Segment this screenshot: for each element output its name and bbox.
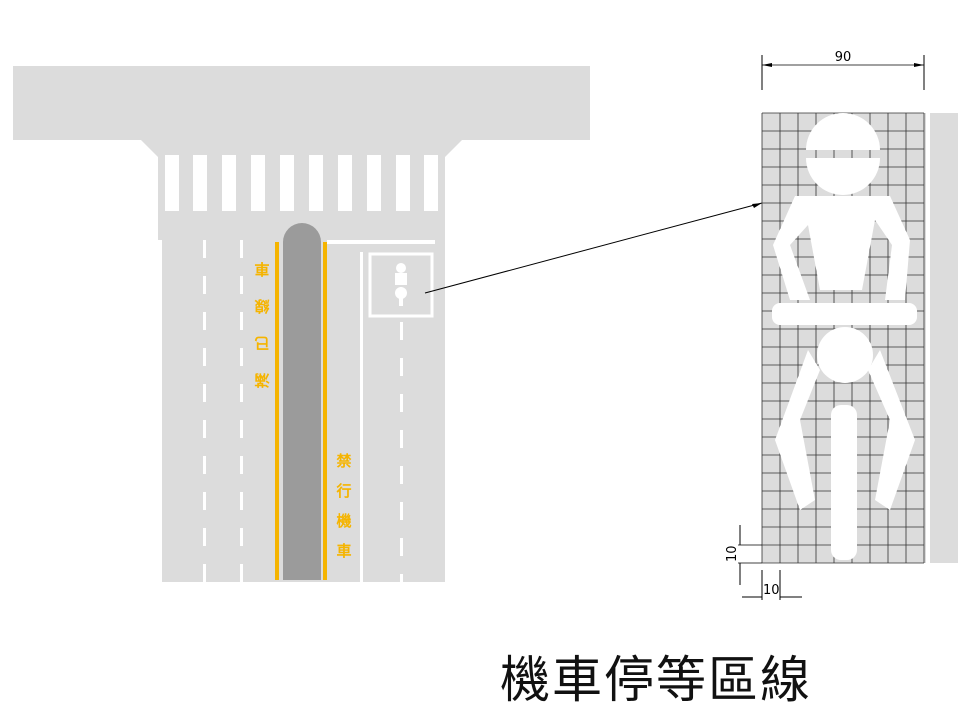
lane-dash	[240, 384, 243, 402]
lane-dash	[240, 492, 243, 510]
lane-dash	[240, 240, 243, 258]
road-marking-char: 禁	[336, 452, 351, 470]
dimension-cell: 10 10	[725, 525, 802, 600]
lane-dash	[203, 564, 206, 582]
yellow-line	[275, 242, 279, 580]
stop-line	[327, 240, 435, 244]
road-marking-char: 滿	[254, 371, 269, 389]
road-marking-char: 機	[336, 512, 351, 530]
lane-dash	[400, 538, 403, 556]
lane-dash	[240, 276, 243, 294]
dimension-width: 90	[761, 50, 925, 90]
crosswalk	[165, 155, 438, 211]
lane-dash	[240, 420, 243, 438]
detail-grid	[761, 112, 958, 564]
lane-dash	[240, 348, 243, 366]
road-marking-char: 已	[254, 334, 269, 352]
motorcycle-waiting-box	[368, 252, 434, 318]
lane-dash	[203, 312, 206, 330]
lane-dash	[240, 528, 243, 546]
lane-dash	[203, 420, 206, 438]
lane-dash	[400, 574, 403, 592]
lane-dash	[203, 384, 206, 402]
width-label: 90	[835, 50, 852, 65]
diagram-title: 機車停等區線	[500, 651, 812, 709]
road-marking-char: 車	[254, 260, 269, 278]
lane-dash	[400, 394, 403, 412]
yellow-line	[323, 242, 327, 580]
lane-dash	[400, 466, 403, 484]
lane-dash	[240, 456, 243, 474]
lane-dash	[203, 240, 206, 258]
lane-dash	[400, 358, 403, 376]
road-marking-char: 行	[335, 482, 351, 500]
motorcycle-symbol-small	[395, 263, 407, 306]
leader-line	[424, 202, 763, 294]
lane-dash	[400, 430, 403, 448]
lane-dash	[203, 528, 206, 546]
motorcycle-symbol	[772, 113, 917, 560]
lane-dash	[203, 492, 206, 510]
lane-dash	[240, 312, 243, 330]
lane-dash	[203, 276, 206, 294]
road-marking-char: 車	[336, 542, 351, 560]
road-marking-char: 線	[254, 297, 269, 315]
lane-dash	[400, 502, 403, 520]
lane-dashes	[203, 240, 403, 592]
lane-dash	[240, 564, 243, 582]
median	[283, 223, 321, 580]
lane-dash	[400, 322, 403, 340]
cell-width-label: 10	[763, 583, 780, 598]
cell-height-label: 10	[725, 545, 740, 562]
lane-dash	[203, 348, 206, 366]
lane-dash	[203, 456, 206, 474]
